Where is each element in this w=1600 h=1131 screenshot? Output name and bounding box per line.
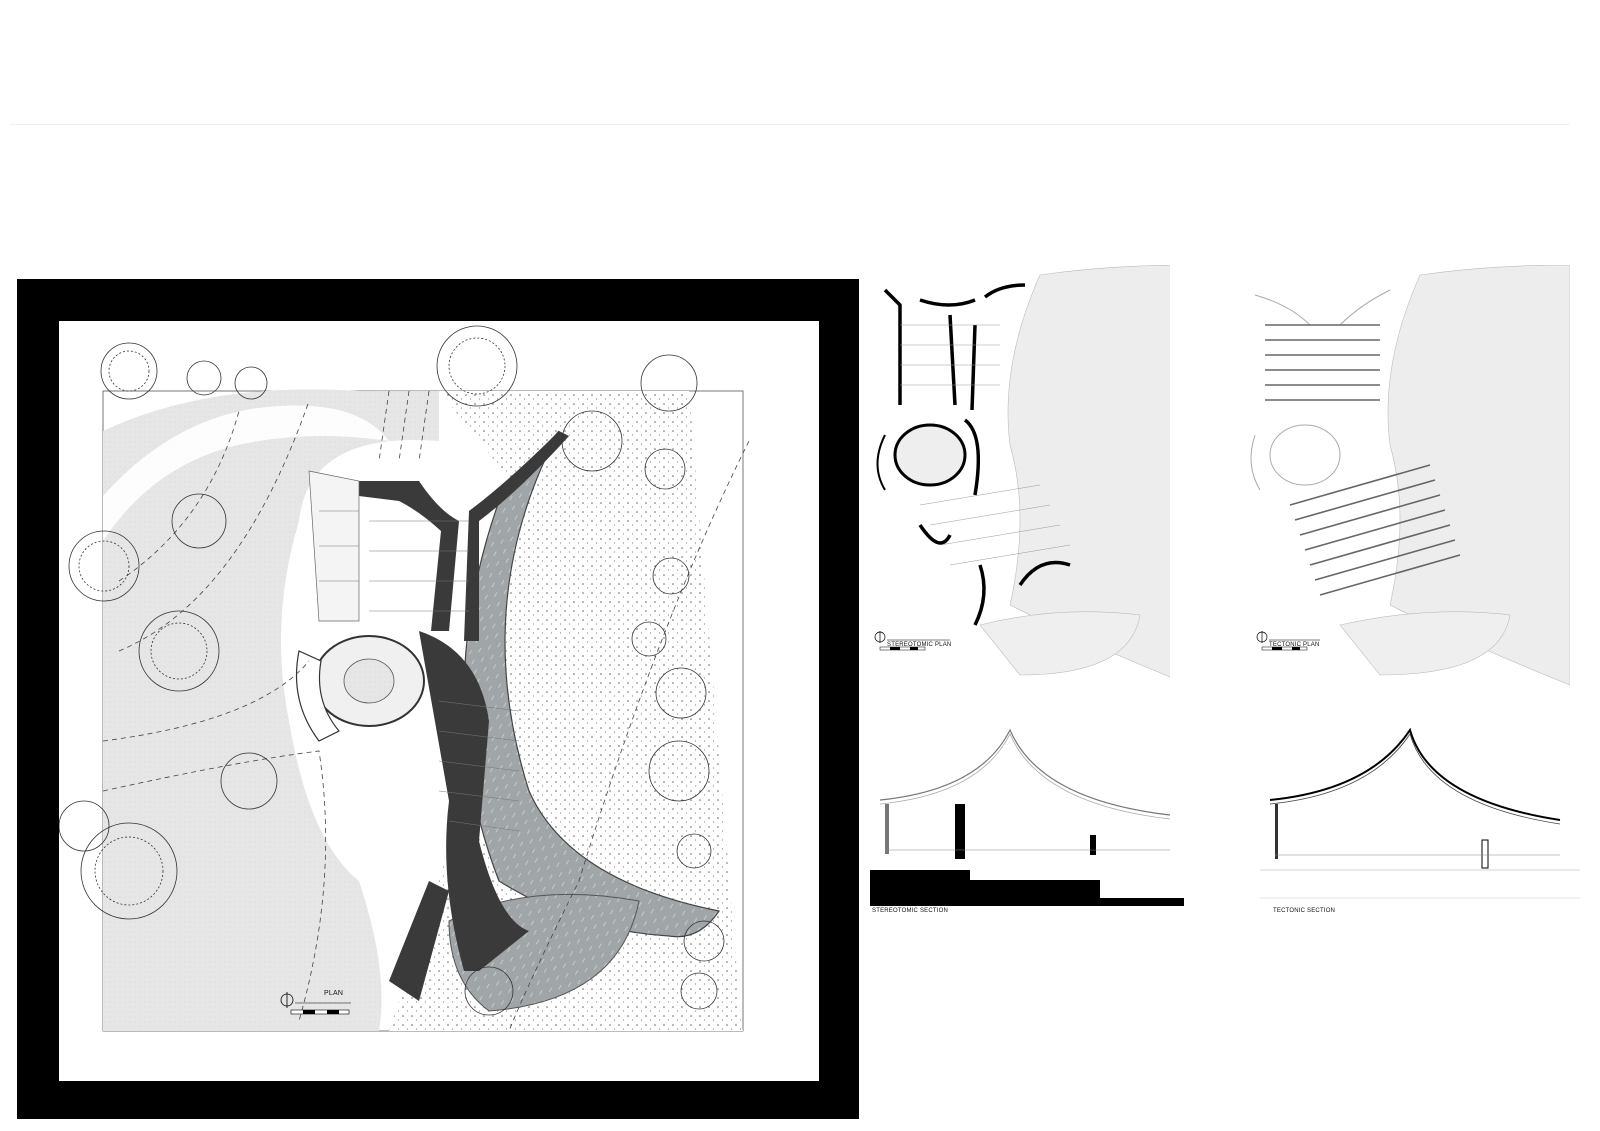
north-arrow-icon — [1256, 631, 1268, 643]
tectonic-section-label: TECTONIC SECTION — [1273, 908, 1336, 914]
main-site-plan-drawing — [59, 325, 750, 1032]
main-plan-sheet: PLAN — [59, 321, 819, 1081]
pool-area — [1007, 265, 1170, 678]
building-wall-c — [419, 631, 529, 971]
lower-pool — [979, 611, 1141, 676]
building-wall-d — [389, 881, 449, 1001]
main-plan-frame: PLAN — [17, 279, 859, 1119]
tectonic-plan-label: TECTONIC PLAN — [1269, 642, 1320, 648]
path-curve — [103, 405, 389, 541]
spiral-stair — [296, 650, 340, 742]
tree-icon — [59, 325, 725, 1016]
lower-pool — [1339, 611, 1511, 676]
tectonic-plan-drawing — [1250, 265, 1570, 686]
building-wall-a — [359, 481, 459, 631]
north-arrow-icon — [874, 631, 886, 643]
building-wall-b — [464, 431, 569, 641]
scale-bar-icon — [879, 646, 926, 651]
stereotomic-plan-drawing — [874, 265, 1170, 678]
pool-area — [1387, 265, 1570, 686]
courtyard-center — [343, 658, 395, 704]
stereotomic-section-drawing — [870, 728, 1184, 906]
lawn-area — [103, 389, 439, 1031]
stereotomic-section-label: STEREOTOMIC SECTION — [872, 908, 949, 914]
scale-bar-icon — [1261, 646, 1308, 651]
main-plan-label: PLAN — [324, 990, 344, 997]
stereotomic-plan-label: STEREOTOMIC PLAN — [887, 642, 952, 648]
tectonic-section-drawing — [1260, 727, 1580, 899]
faint-guide-line — [10, 124, 1570, 125]
north-arrow-icon — [280, 992, 294, 1008]
scale-bar-icon — [290, 1009, 350, 1015]
